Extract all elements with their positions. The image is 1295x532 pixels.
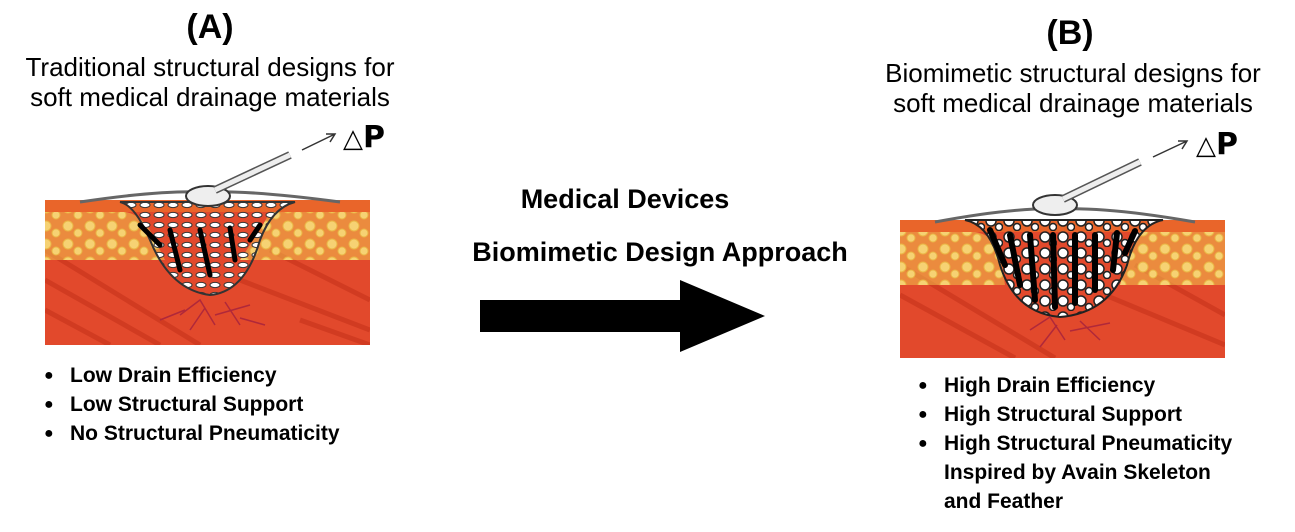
panel-a-caption-line1: Traditional structural designs for [25, 52, 395, 82]
panel-a-wound-diagram [45, 133, 370, 345]
bullet-high-structural-support: High Structural Support [918, 400, 1232, 429]
right-arrow-icon [480, 280, 765, 352]
panel-b-pressure-label: △P [1196, 127, 1238, 162]
panel-b-wound-diagram [900, 140, 1225, 358]
bullet-high-drain-efficiency: High Drain Efficiency [918, 371, 1232, 400]
center-title-line1: Medical Devices [520, 184, 730, 214]
panel-a-caption-line2: soft medical drainage materials [30, 82, 390, 112]
bullet-low-drain-efficiency: Low Drain Efficiency [44, 361, 340, 390]
center-title-line2: Biomimetic Design Approach [472, 237, 848, 267]
panel-b-caption-line2: soft medical drainage materials [893, 88, 1253, 118]
bullet-low-structural-support: Low Structural Support [44, 390, 340, 419]
panel-a-pressure-label: △P [343, 120, 385, 155]
bullet-no-structural-pneumaticity: No Structural Pneumaticity [44, 419, 340, 448]
panel-b-label: (B) [1046, 14, 1094, 52]
panel-a-bullet-list: Low Drain Efficiency Low Structural Supp… [44, 361, 340, 448]
panel-b-bullet-list: High Drain Efficiency High Structural Su… [918, 371, 1232, 458]
panel-a-label: (A) [186, 8, 234, 46]
bullet-continuation-line2: and Feather [944, 490, 1064, 513]
bullet-continuation-line1: Inspired by Avain Skeleton [944, 461, 1211, 484]
panel-b-caption-line1: Biomimetic structural designs for [885, 58, 1261, 88]
bullet-high-structural-pneumaticity: High Structural Pneumaticity [918, 429, 1232, 458]
